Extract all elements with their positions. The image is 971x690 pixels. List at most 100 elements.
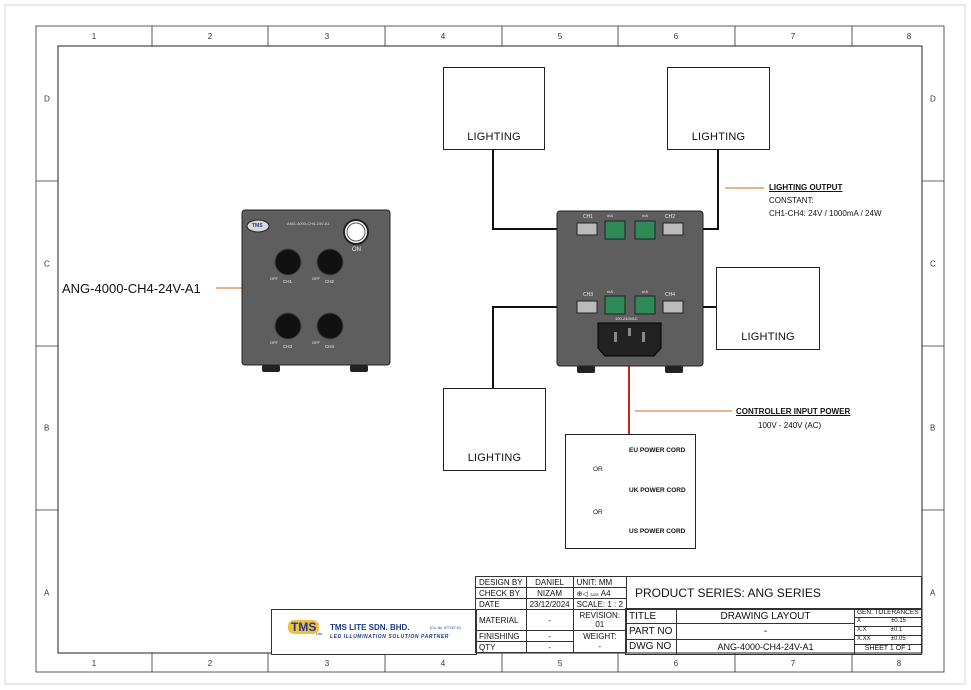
sheet-number: SHEET 1 OF 1 — [864, 645, 912, 652]
knob-min-label: OFF — [312, 340, 320, 345]
lighting-label: LIGHTING — [691, 131, 746, 143]
revision-label: REVISION: — [579, 611, 620, 620]
zone-row-label: C — [44, 259, 50, 269]
tol-row-xxx: X.XX±0.05 — [855, 636, 921, 645]
dip-label: mA — [607, 289, 613, 294]
qty-value: - — [525, 641, 574, 653]
lighting-label: LIGHTING — [467, 131, 521, 143]
qty-label: QTY — [475, 641, 527, 653]
port-label-ch1: CH1 — [583, 214, 594, 220]
controller-back-illustration — [556, 210, 704, 373]
zone-dividers — [36, 26, 944, 672]
zone-row-label: A — [930, 588, 936, 598]
product-series: PRODUCT SERIES: ANG SERIES — [635, 586, 821, 600]
zone-row-label: A — [44, 588, 50, 598]
lighting-output-line1: CONSTANT: — [769, 196, 814, 205]
weight-value: - — [598, 641, 602, 651]
front-panel-model: ANG-4000-CH4-24V-A1 — [287, 221, 330, 226]
cord-separator: OR — [593, 466, 603, 473]
knob-label-ch3: CH3 — [283, 344, 293, 349]
controller-model-label: ANG-4000-CH4-24V-A1 — [62, 281, 201, 296]
projection-icon: ⊕◁ — [576, 590, 588, 598]
sheet-outer-border — [4, 4, 966, 685]
knob-min-label: OFF — [312, 276, 320, 281]
tolerances-label: GEN. TOLERANCES — [855, 609, 921, 618]
lighting-unit-4: LIGHTING — [443, 388, 546, 471]
weight-label: WEIGHT: — [583, 631, 617, 641]
size-value: A4 — [600, 588, 611, 598]
callout-leaders — [216, 187, 764, 412]
projection-size-cell: ⊕◁ SIZE A4 — [572, 587, 627, 599]
zone-row-label: D — [930, 94, 936, 104]
zone-col-label: 5 — [557, 32, 563, 41]
voltage-label: 100-240VAC — [615, 316, 638, 321]
check-by-value: NIZAM — [525, 587, 574, 599]
knobs — [274, 248, 344, 340]
knob-label-ch1: CH1 — [283, 279, 293, 284]
scale-label: SCALE: — [576, 599, 606, 609]
lighting-label: LIGHTING — [467, 452, 522, 464]
zone-col-label: 3 — [324, 659, 330, 668]
zone-col-label: 8 — [896, 659, 902, 668]
tol-xxx-val: ±0.05 — [890, 636, 906, 642]
zone-row-label: D — [44, 94, 50, 104]
zone-col-label: 8 — [906, 32, 912, 41]
knob-min-label: OFF — [270, 276, 278, 281]
title-block-right: TITLE DRAWING LAYOUT GEN. TOLERANCES X±0… — [625, 607, 922, 656]
zone-col-label: 7 — [790, 659, 796, 668]
zone-row-label: B — [930, 423, 936, 433]
unit-value: MM — [598, 577, 613, 587]
design-by-label: DESIGN BY — [475, 576, 527, 588]
lighting-output-line2: CH1-CH4: 24V / 1000mA / 24W — [769, 209, 882, 218]
dwg-no-value: ANG-4000-CH4-24V-A1 — [676, 638, 855, 656]
date-value: 23/12/2024 — [525, 598, 574, 610]
front-logo: TMS — [252, 223, 263, 229]
product-series-cell: PRODUCT SERIES: ANG SERIES — [625, 576, 922, 610]
zone-col-label: 3 — [324, 32, 330, 41]
tol-row-xx: X.X ±0.1 — [855, 627, 921, 636]
date-label: DATE — [475, 598, 527, 610]
check-by-label: CHECK BY — [475, 587, 527, 599]
company-name: TMS LITE SDN. BHD. — [330, 623, 410, 632]
zone-col-label: 4 — [440, 32, 446, 41]
lighting-label: LIGHTING — [741, 331, 795, 343]
dip-label: mA — [607, 213, 613, 218]
zone-col-label: 6 — [673, 659, 679, 668]
scale-cell: SCALE: 1 : 2 — [572, 598, 627, 610]
tol-xx: X.X — [857, 627, 867, 633]
scale-value: 1 : 2 — [607, 599, 623, 609]
part-no-label: PART NO — [625, 623, 677, 640]
zone-row-label: C — [930, 259, 936, 269]
tol-xx-val: ±0.1 — [890, 627, 903, 633]
company-reg: (Co. No. 677167-H) — [430, 626, 461, 630]
lighting-unit-1: LIGHTING — [443, 67, 545, 150]
weight-cell: WEIGHT:- — [572, 630, 627, 653]
zone-frame — [35, 25, 945, 673]
design-by-value: DANIEL — [525, 576, 574, 588]
port-label-ch2: CH2 — [665, 214, 676, 220]
zone-col-label: 4 — [440, 659, 446, 668]
dip-label: mA — [642, 213, 648, 218]
company-logo: TMS — [288, 620, 320, 634]
power-cord-option: UK POWER CORD — [629, 487, 686, 494]
dip-label: mA — [642, 289, 648, 294]
revision-cell: REVISION:01 — [572, 609, 627, 631]
revision-value: 01 — [595, 620, 605, 629]
zone-col-label: 7 — [790, 32, 796, 41]
unit-cell: UNIT: MM — [572, 576, 627, 588]
zone-col-label: 2 — [207, 32, 213, 41]
company-logo-sub: Lite — [316, 631, 323, 636]
knob-label-ch2: CH2 — [325, 279, 335, 284]
lighting-unit-3: LIGHTING — [716, 267, 820, 350]
zone-col-label: 6 — [673, 32, 679, 41]
tolerances-cell: GEN. TOLERANCES X±0.15 X.X±0.1 X.XX±0.05… — [854, 608, 922, 655]
knob-label-ch4: CH4 — [325, 344, 335, 349]
port-label-ch3: CH3 — [583, 292, 594, 298]
lighting-unit-2: LIGHTING — [667, 67, 770, 150]
tol-x: X — [857, 618, 862, 624]
part-no-value: - — [676, 623, 855, 640]
drawing-frame — [57, 45, 923, 654]
power-cord-option: EU POWER CORD — [629, 447, 686, 454]
zone-col-label: 1 — [91, 659, 97, 668]
